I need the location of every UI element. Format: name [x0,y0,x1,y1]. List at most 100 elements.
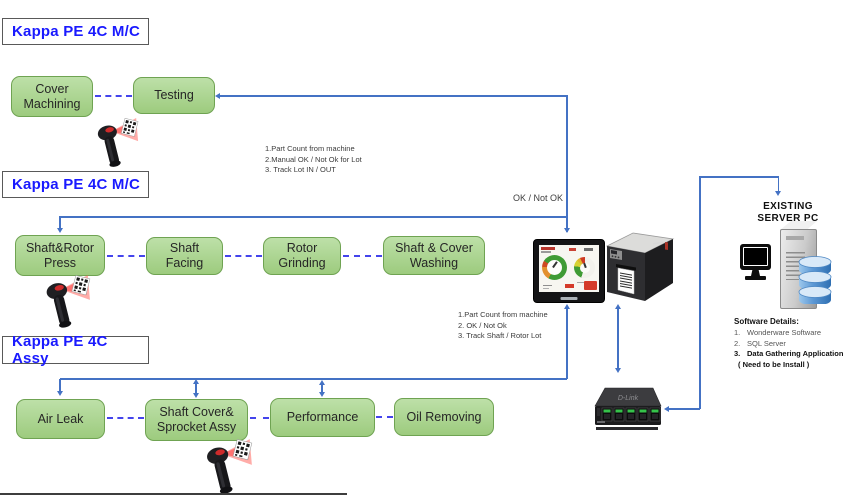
monitor-base [745,276,766,280]
barcode-scanner-icon [97,117,139,167]
note-line: 2. OK / Not Ok [458,320,507,330]
printer-side [645,239,673,301]
process-box-label: Shaft & Cover Washing [395,240,473,270]
double-arrow-down-sprocket [192,392,199,398]
feedback-line-top-horizontal [219,95,567,97]
process-box-rotor-grinding: Rotor Grinding [263,237,341,275]
barcode-scanner-icon [207,439,253,494]
dashed-connector [107,255,145,257]
switch-ports [601,407,661,422]
server-title-line1: EXISTING [763,201,813,212]
server-line-vertical [699,176,701,409]
monitor-icon [740,244,771,270]
process-box-label: Shaft Facing [165,241,204,270]
server-line-top-horizontal [699,176,780,178]
assembly-note: 1.Part Count from machine 2. OK / Not Ok… [458,310,548,342]
note-line: 3. Track Shaft / Rotor Lot [458,331,542,340]
note-line: 2.Manual OK / Not Ok for Lot [265,154,362,164]
scanner-body [207,447,233,494]
double-arrow-up-sprocket [192,378,199,384]
arrowhead-into-shaft-rotor-press [56,228,63,233]
feedback-drop-to-press [59,216,61,229]
server-tower-drive-slot [786,236,804,240]
server-tower-top [780,221,817,230]
process-box-testing: Testing [133,77,215,114]
process-box-cover-machining: Cover Machining [11,76,93,117]
monitor-stand [751,270,760,276]
dashed-connector [225,255,262,257]
process-box-air-leak: Air Leak [16,399,105,439]
server-title: EXISTING SERVER PC [742,201,834,225]
assembly-drop-to-air-leak [59,379,61,392]
process-box-oil-removing: Oil Removing [394,398,494,436]
note-line: 1.Part Count from machine [458,310,548,319]
scanner-body [46,283,72,328]
process-box-label: Cover Machining [23,81,81,111]
arrowhead-into-server [774,191,781,196]
process-box-performance: Performance [270,398,375,437]
dashed-connector [107,417,144,419]
note-line: 3. Track Lot IN / OUT [265,165,336,174]
process-box-label: Performance [286,410,359,425]
feedback-line-mid-horizontal [60,216,567,218]
process-box-shaft-rotor-press: Shaft&Rotor Press [15,235,105,276]
double-arrow-up-performance [318,379,325,385]
barcode-scanner-icon [46,275,91,328]
printer-switch-line [617,308,619,369]
process-box-label: Testing [154,88,194,103]
dashed-connector [343,255,382,257]
software-item: 1. Wonderware Software [734,327,822,337]
process-box-shaft-cover-sprocket-assy: Shaft Cover& Sprocket Assy [145,399,248,441]
hmi-red-button [584,281,597,290]
assembly-line-vertical [566,309,568,379]
section-header-label: Kappa PE 4C M/C [12,176,141,193]
scanner-body [97,125,121,167]
note-line: 1.Part Count from machine [265,144,355,153]
hmi-brand-logo [560,296,578,300]
printer-brand-mark [653,241,663,245]
section-header-label: Kappa PE 4C Assy [12,333,108,367]
label-printer [605,232,675,301]
server-line-right-vertical [777,176,780,191]
barcode-label [232,439,253,461]
database-icon [798,256,832,304]
process-box-label: Shaft Cover& Sprocket Assy [156,405,237,434]
double-arrow-line-performance [321,384,323,392]
network-switch: D-Link [594,387,662,430]
process-box-shaft-cover-washing: Shaft & Cover Washing [383,236,485,275]
assembly-line-horizontal [60,378,567,380]
process-box-shaft-facing: Shaft Facing [146,237,223,275]
software-item: 3. Data Gathering Application [734,349,844,359]
switch-brand-label: D-Link [618,395,639,402]
process-box-label: Rotor Grinding [278,241,326,270]
process-box-label: Shaft&Rotor Press [25,240,95,270]
section-header-assembly: Kappa PE 4C Assy [2,333,149,367]
double-arrow-down-performance [318,391,325,397]
dashed-connector [95,95,132,97]
arrowhead-into-switch [664,405,669,412]
process-box-label: Air Leak [37,411,84,426]
printer-label-slot [616,264,636,271]
barcode-label [120,117,139,137]
machining-note: 1.Part Count from machine 2.Manual OK / … [265,144,362,176]
section-header-label: Kappa PE 4C M/C [12,23,141,40]
software-details: Software Details: 1. Wonderware Software… [734,317,855,371]
arrowhead-into-hmi-bottom [563,304,570,309]
section-header-machining-1: Kappa PE 4C M/C [2,18,149,45]
process-box-label: Oil Removing [406,409,482,424]
arrowhead-into-air-leak [56,391,63,396]
hmi-gauge-right [574,257,595,278]
barcode-label [71,275,91,296]
software-item: 2. SQL Server [734,338,786,348]
section-header-machining-2: Kappa PE 4C M/C [2,171,149,198]
software-details-heading: Software Details: [734,317,799,326]
ok-not-ok-label: OK / Not OK [512,193,563,203]
hmi-screen [539,245,599,292]
feedback-line-vertical [566,95,568,233]
server-line-bottom-horizontal [669,408,700,410]
dashed-connector [250,417,269,419]
dashed-connector [376,416,393,418]
hmi-touch-panel [533,239,605,303]
double-arrow-up-printer [614,304,621,309]
